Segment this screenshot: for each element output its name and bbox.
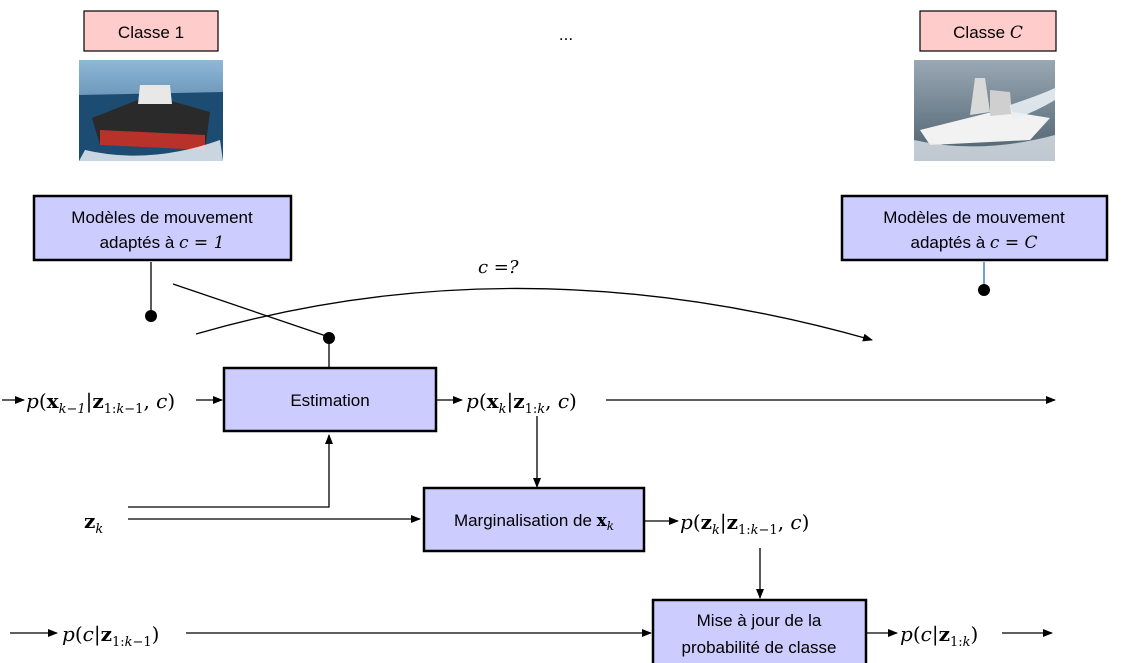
marginalisation-label: Marginalisation de xk [454, 511, 614, 533]
tanker-ship-photo [79, 60, 223, 161]
measurement-to-estimation [128, 434, 333, 508]
class-update-block: Mise à jour de la probabilité de classe [651, 598, 868, 663]
model-c1-contact [145, 310, 157, 322]
measurement-label: zk [84, 509, 103, 537]
prior-state-label: p(xk−1|z1:k−1, c) [26, 389, 175, 417]
class-switch-label: c =? [478, 257, 519, 278]
motion-model-c1-block: Modèles de mouvement adaptés à c = 1 [32, 194, 293, 262]
class-1-header: Classe 1 [83, 10, 219, 52]
marginalisation-block: Marginalisation de xk [422, 486, 646, 553]
switch-arm [172, 283, 330, 338]
prior-class-label: p(c|z1:k−1) [62, 622, 159, 650]
class-ellipsis: ... [559, 25, 573, 44]
class-c-label: Classe C [953, 23, 1023, 43]
motion-model-cC-line2: adaptés à c = C [911, 233, 1038, 253]
motion-model-cC-line1: Modèles de mouvement [883, 208, 1065, 227]
motion-model-c1-line1: Modèles de mouvement [71, 208, 253, 227]
estimation-block: Estimation [222, 366, 438, 433]
class-c-header: Classe C [919, 10, 1057, 52]
class-1-label: Classe 1 [118, 23, 184, 42]
class-update-line2: probabilité de classe [682, 638, 837, 657]
motion-model-cC-block: Modèles de mouvement adaptés à c = C [840, 194, 1109, 262]
coast-guard-cutter-photo [914, 60, 1055, 161]
class-switch-arrow [195, 287, 873, 342]
model-cC-contact [978, 284, 990, 296]
class-update-line1: Mise à jour de la [697, 611, 822, 630]
estimation-label: Estimation [290, 391, 369, 410]
posterior-state-label: p(xk|z1:k, c) [466, 389, 577, 417]
posterior-class-label: p(c|z1:k) [900, 622, 978, 650]
motion-model-c1-line2: adaptés à c = 1 [100, 233, 225, 253]
likelihood-label: p(zk|z1:k−1, c) [680, 510, 809, 538]
